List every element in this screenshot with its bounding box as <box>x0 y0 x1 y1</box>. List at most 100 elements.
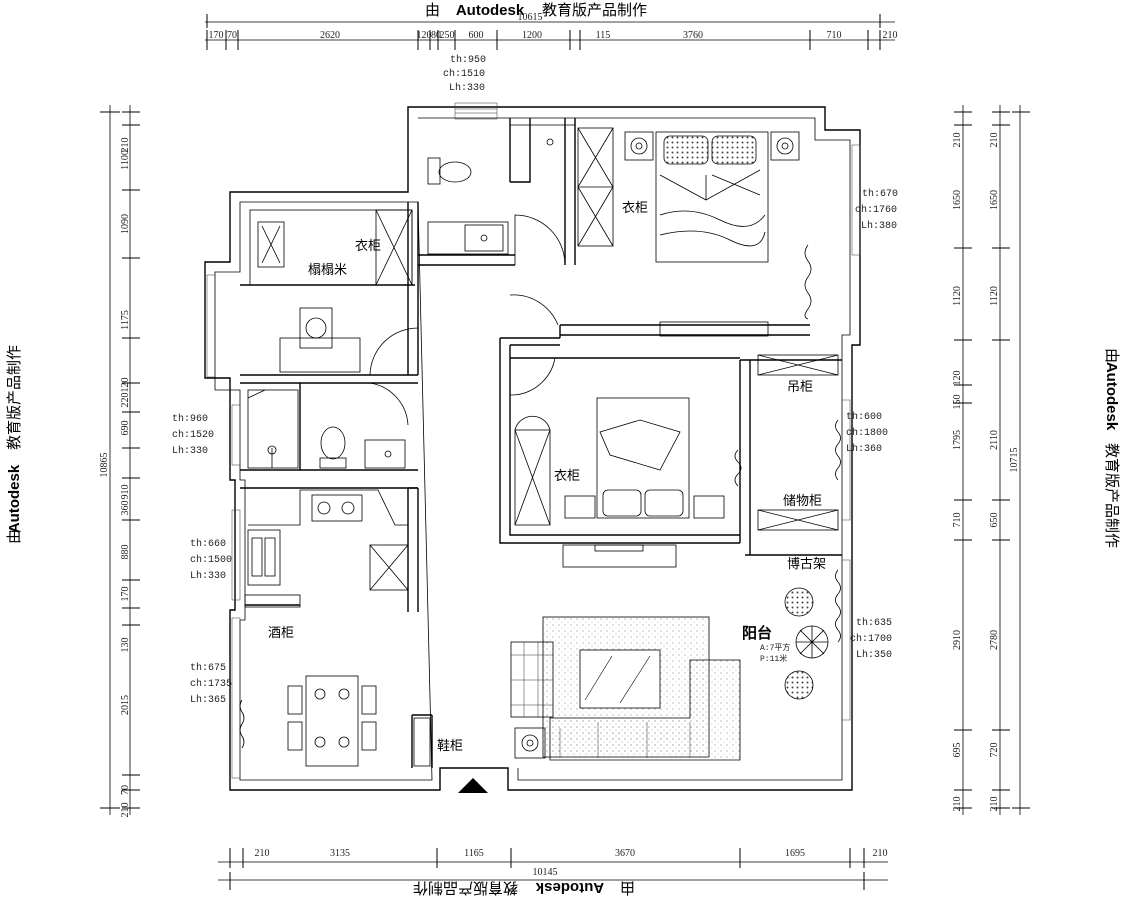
svg-text:120: 120 <box>120 378 131 393</box>
dining-area <box>239 675 431 767</box>
svg-text:710: 710 <box>827 30 842 41</box>
wardrobe-bedroom-label: 衣柜 <box>554 468 580 484</box>
svg-text:695: 695 <box>952 743 963 758</box>
svg-text:th:675: th:675 <box>190 662 226 674</box>
svg-text:Autodesk: Autodesk <box>456 2 525 19</box>
svg-text:3760: 3760 <box>683 30 703 41</box>
svg-text:由: 由 <box>6 529 23 544</box>
svg-text:1695: 1695 <box>785 848 805 859</box>
svg-text:210: 210 <box>989 133 1000 148</box>
svg-text:210: 210 <box>255 848 270 859</box>
svg-text:由: 由 <box>1103 348 1120 363</box>
svg-text:Autodesk: Autodesk <box>535 879 604 896</box>
window-specs: th:950 ch:1510 Lh:330 th:670 ch:1760 Lh:… <box>172 54 898 706</box>
svg-text:250: 250 <box>440 30 455 41</box>
svg-text:Lh:330: Lh:330 <box>449 82 485 94</box>
svg-text:1200: 1200 <box>522 30 542 41</box>
storage-area <box>757 354 841 643</box>
svg-text:880: 880 <box>120 545 131 560</box>
svg-text:910: 910 <box>120 485 131 500</box>
svg-text:ch:1800: ch:1800 <box>846 427 888 439</box>
svg-text:由: 由 <box>620 879 635 896</box>
svg-text:210: 210 <box>952 133 963 148</box>
svg-text:220: 220 <box>120 393 131 408</box>
svg-text:Autodesk: Autodesk <box>1103 362 1120 431</box>
svg-text:th:600: th:600 <box>846 411 882 423</box>
svg-text:1090: 1090 <box>120 214 131 234</box>
wardrobe-master-label: 衣柜 <box>622 200 648 216</box>
tatami-room <box>249 209 413 373</box>
svg-text:ch:1520: ch:1520 <box>172 429 214 441</box>
svg-text:150: 150 <box>952 395 963 410</box>
left-windows <box>206 274 241 779</box>
svg-text:由: 由 <box>425 2 440 19</box>
svg-text:教育版产品制作: 教育版产品制作 <box>6 345 23 450</box>
svg-text:2620: 2620 <box>320 30 340 41</box>
watermark-bottom: 由 Autodesk 教育版产品制作 <box>413 879 635 896</box>
wardrobe-tatami-label: 衣柜 <box>355 238 381 254</box>
svg-text:70: 70 <box>227 30 237 41</box>
svg-text:210: 210 <box>120 803 131 818</box>
svg-text:170: 170 <box>120 587 131 602</box>
svg-text:120: 120 <box>952 371 963 386</box>
svg-text:ch:1760: ch:1760 <box>855 204 897 216</box>
svg-text:ch:1735: ch:1735 <box>190 678 232 690</box>
svg-text:650: 650 <box>989 513 1000 528</box>
right-windows <box>841 144 861 721</box>
dimension-top: 10615 170 70 2620 120 80 250 600 1200 11… <box>205 12 898 50</box>
svg-text:Autodesk: Autodesk <box>6 464 23 533</box>
balcony <box>784 587 829 700</box>
interior-walls <box>240 118 842 768</box>
balcony-perimeter: P:11米 <box>760 653 787 664</box>
hanging-cabinet-label: 吊柜 <box>787 380 813 395</box>
living-room <box>510 616 741 761</box>
watermark-top: 由 Autodesk 教育版产品制作 <box>425 2 647 19</box>
svg-text:Lh:330: Lh:330 <box>190 570 226 582</box>
shoe-cabinet-label: 鞋柜 <box>437 738 463 754</box>
dimension-left: 210 1100 1090 1175 120 220 690 910 360 8… <box>99 105 140 818</box>
svg-text:170: 170 <box>209 30 224 41</box>
svg-text:th:960: th:960 <box>172 413 208 425</box>
wine-cabinet-label: 酒柜 <box>268 626 294 641</box>
svg-text:th:635: th:635 <box>856 617 892 629</box>
svg-text:10865: 10865 <box>99 453 110 478</box>
svg-text:1175: 1175 <box>120 310 131 330</box>
svg-text:210: 210 <box>120 138 131 153</box>
svg-text:1650: 1650 <box>989 190 1000 210</box>
svg-text:th:950: th:950 <box>450 54 486 66</box>
svg-text:690: 690 <box>120 421 131 436</box>
svg-text:3670: 3670 <box>615 848 635 859</box>
svg-text:ch:1510: ch:1510 <box>443 68 485 80</box>
svg-text:3135: 3135 <box>330 848 350 859</box>
svg-text:th:670: th:670 <box>862 188 898 200</box>
svg-text:720: 720 <box>989 743 1000 758</box>
watermark-left: 由 Autodesk 教育版产品制作 <box>6 345 23 544</box>
svg-text:1100: 1100 <box>120 150 131 170</box>
svg-text:2015: 2015 <box>120 695 131 715</box>
top-window <box>454 102 498 120</box>
svg-text:710: 710 <box>952 513 963 528</box>
svg-text:2780: 2780 <box>989 630 1000 650</box>
balcony-label: 阳台 <box>742 624 772 642</box>
kitchen <box>244 489 409 608</box>
svg-text:2910: 2910 <box>952 630 963 650</box>
svg-text:10715: 10715 <box>1009 448 1020 473</box>
svg-text:1120: 1120 <box>952 286 963 306</box>
svg-text:2110: 2110 <box>989 430 1000 450</box>
bathroom-two <box>247 389 406 469</box>
storage-cabinet-label: 储物柜 <box>783 494 822 509</box>
svg-text:ch:1500: ch:1500 <box>190 554 232 566</box>
watermark-right: 由 Autodesk 教育版产品制作 <box>1103 348 1120 548</box>
svg-text:70: 70 <box>120 785 131 795</box>
svg-text:115: 115 <box>596 30 611 41</box>
svg-text:360: 360 <box>120 501 131 516</box>
svg-text:1795: 1795 <box>952 430 963 450</box>
doors <box>369 214 566 426</box>
svg-text:210: 210 <box>883 30 898 41</box>
svg-text:1650: 1650 <box>952 190 963 210</box>
svg-text:th:660: th:660 <box>190 538 226 550</box>
svg-text:10615: 10615 <box>518 12 543 23</box>
second-bedroom <box>514 397 742 568</box>
room-labels: 衣柜 衣柜 榻榻米 衣柜 吊柜 储物柜 博古架 酒柜 阳台 A:7平方 P:11… <box>268 200 826 754</box>
svg-text:教育版产品制作: 教育版产品制作 <box>542 2 647 19</box>
